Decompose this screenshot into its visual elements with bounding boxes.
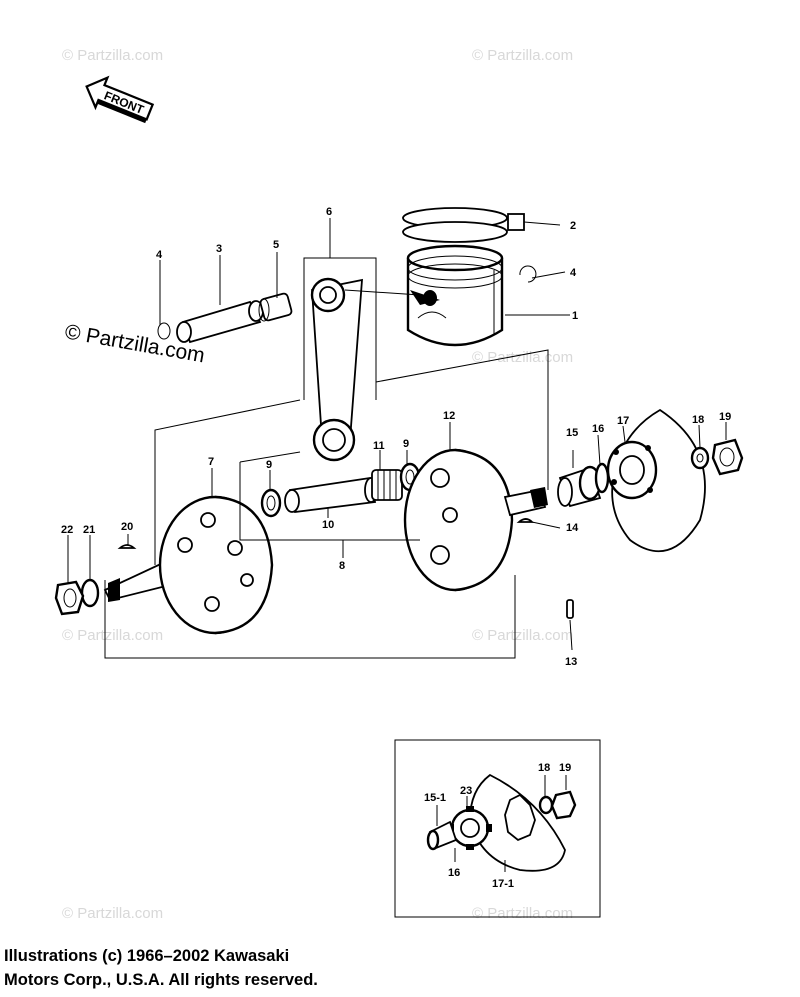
- callout-3: 3: [216, 243, 222, 255]
- callout-11: 11: [373, 440, 385, 452]
- nut-variant: [550, 790, 577, 820]
- callout-18-inset: 18: [538, 762, 550, 774]
- crankshaft-left: [103, 495, 274, 635]
- piston: [406, 244, 504, 347]
- callout-19-inset: 19: [559, 762, 571, 774]
- callout-16-inset: 16: [448, 867, 460, 879]
- callout-21: 21: [83, 524, 95, 536]
- callout-1: 1: [572, 310, 578, 322]
- callout-4-right: 4: [570, 267, 577, 279]
- watermark-low-left: © Partzilla.com: [62, 627, 163, 644]
- watermark-bottom-right: © Partzilla.com: [472, 905, 573, 922]
- inset-variant: [394, 739, 601, 918]
- piston-rings: [402, 207, 525, 243]
- copyright-line-2: Motors Corp., U.S.A. All rights reserved…: [4, 971, 318, 989]
- callout-7: 7: [208, 456, 214, 468]
- thrust-washer-left: [260, 488, 282, 518]
- callout-15-1: 15-1: [424, 792, 446, 804]
- callout-8: 8: [339, 560, 345, 572]
- needle-bearing-small-end: [258, 292, 293, 322]
- callout-9-left: 9: [266, 459, 272, 471]
- watermark-top-right: © Partzilla.com: [472, 47, 573, 64]
- callout-23: 23: [460, 785, 472, 797]
- needle-bearing-big-end: [371, 469, 403, 501]
- washer: [690, 446, 710, 470]
- connecting-rod: [310, 277, 440, 462]
- watermark-mid-right: © Partzilla.com: [472, 349, 573, 366]
- watermark-bottom-left: © Partzilla.com: [62, 905, 163, 922]
- callout-13: 13: [565, 656, 577, 668]
- front-arrow-icon: FRONT: [85, 75, 155, 124]
- piston-pin: [176, 300, 264, 344]
- nut: [711, 438, 744, 476]
- callout-2: 2: [570, 220, 576, 232]
- callout-6: 6: [326, 206, 332, 218]
- callout-5: 5: [273, 239, 279, 251]
- callout-labels: 2 4 1 4 3 5 6 7 9 10 8 11 9 12 14 13 15 …: [61, 206, 731, 890]
- crank-pin: [284, 476, 378, 513]
- rotary-valve-disc: [606, 408, 706, 553]
- callout-10: 10: [322, 519, 334, 531]
- woodruff-key: [516, 518, 535, 523]
- watermark-top-left: © Partzilla.com: [62, 47, 163, 64]
- washer-left: [80, 578, 100, 608]
- key-small: [117, 544, 137, 549]
- callout-19: 19: [719, 411, 731, 423]
- pin: [566, 599, 574, 619]
- piston-pin-clip-right: [519, 265, 537, 283]
- washer-variant: [538, 795, 554, 815]
- bushing-variant: [426, 820, 458, 851]
- callout-18: 18: [692, 414, 704, 426]
- crankshaft-right: [403, 448, 548, 592]
- callout-14: 14: [566, 522, 579, 534]
- callout-16: 16: [592, 423, 604, 435]
- callout-20: 20: [121, 521, 133, 533]
- callout-15: 15: [566, 427, 578, 439]
- assembly-brackets: [104, 257, 549, 659]
- copyright-line-1: Illustrations (c) 1966–2002 Kawasaki: [4, 947, 290, 965]
- leader-lines: [67, 218, 727, 651]
- callout-17-1: 17-1: [492, 878, 514, 890]
- callout-12: 12: [443, 410, 455, 422]
- nut-left: [54, 580, 85, 616]
- watermark-low-right: © Partzilla.com: [472, 627, 573, 644]
- copyright-notice: Illustrations (c) 1966–2002 Kawasaki Mot…: [4, 944, 318, 992]
- callout-9-right: 9: [403, 438, 409, 450]
- callout-22: 22: [61, 524, 73, 536]
- callout-4-left: 4: [156, 249, 163, 261]
- callout-17: 17: [617, 415, 629, 427]
- piston-pin-clip-left: [157, 322, 171, 340]
- o-ring: [594, 462, 610, 494]
- bushing: [557, 465, 602, 508]
